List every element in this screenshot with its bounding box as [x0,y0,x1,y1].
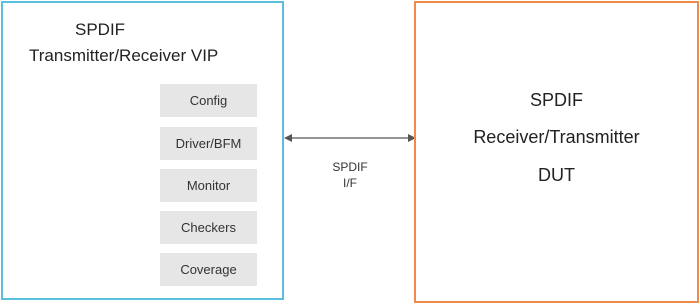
vip-title-line2: Transmitter/Receiver VIP [29,46,219,65]
component-monitor: Monitor [160,169,257,202]
dut-label-line2: Receiver/Transmitter [473,127,640,147]
interface-label-line2: I/F [343,176,357,190]
component-checkers: Checkers [160,211,257,244]
arrow-head-right [408,134,416,142]
arrow-head-left [284,134,292,142]
component-config: Config [160,84,257,117]
interface-label-line1: SPDIF [332,160,368,174]
component-driver-bfm: Driver/BFM [160,127,257,160]
dut-block [414,1,699,303]
dut-label-line3: DUT [538,165,575,185]
vip-title-line1: SPDIF [75,20,126,39]
bidirectional-arrow [284,134,416,142]
vip-block: SPDIF Transmitter/Receiver VIP Config Dr… [1,1,284,300]
dut-label-line1: SPDIF [529,90,583,110]
component-coverage: Coverage [160,253,257,286]
